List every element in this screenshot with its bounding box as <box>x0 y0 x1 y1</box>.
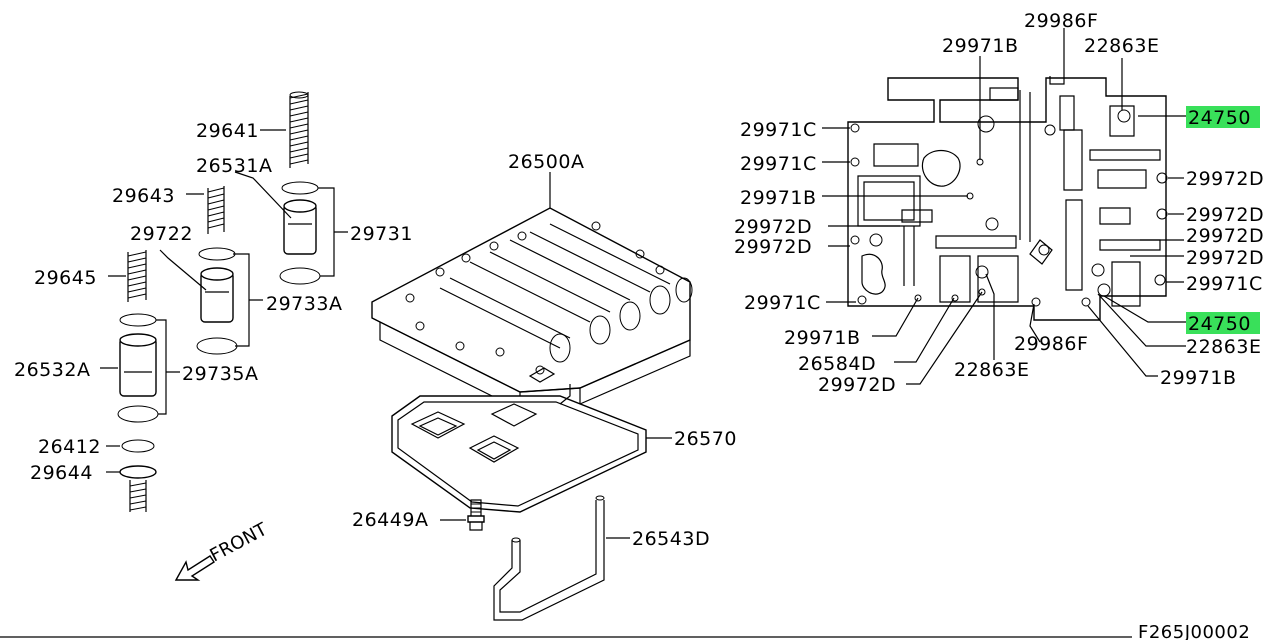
label-26584D[interactable]: 26584D <box>798 353 876 375</box>
label-29971C-3[interactable]: 29971C <box>744 292 821 314</box>
center-parts-drawing <box>371 172 693 621</box>
label-29735A[interactable]: 29735A <box>182 363 258 385</box>
label-29731[interactable]: 29731 <box>350 223 413 245</box>
label-29971B-bottom[interactable]: 29971B <box>784 327 860 349</box>
label-24750-bottom[interactable]: 24750 <box>1188 313 1251 335</box>
label-22863E-bottom[interactable]: 22863E <box>954 359 1029 381</box>
piston-29722 <box>196 247 238 355</box>
right-leader-lines <box>822 28 1188 385</box>
snap-ring-26412 <box>121 439 155 453</box>
label-29972D-left-2[interactable]: 29972D <box>734 236 812 258</box>
label-29971B-right[interactable]: 29971B <box>1160 367 1236 389</box>
oil-strainer-26570 <box>391 384 647 513</box>
spring-29643 <box>207 186 225 234</box>
label-26531A[interactable]: 26531A <box>196 155 272 177</box>
label-29643[interactable]: 29643 <box>112 185 175 207</box>
spring-29641 <box>289 91 309 168</box>
label-29986F-bottom[interactable]: 29986F <box>1014 333 1088 355</box>
label-26449A[interactable]: 26449A <box>352 509 428 531</box>
label-22863E-top[interactable]: 22863E <box>1084 35 1159 57</box>
label-26532A[interactable]: 26532A <box>14 359 90 381</box>
control-valve-body-26500A <box>371 207 693 411</box>
piston-26531A <box>279 181 321 285</box>
piston-26532A <box>117 313 159 423</box>
label-24750-top[interactable]: 24750 <box>1188 107 1251 129</box>
label-29971B-2[interactable]: 29971B <box>740 187 816 209</box>
label-29971C-right[interactable]: 29971C <box>1186 273 1263 295</box>
spring-29645 <box>127 250 147 302</box>
label-26543D[interactable]: 26543D <box>632 528 710 550</box>
label-29971B-top[interactable]: 29971B <box>942 35 1018 57</box>
label-29641[interactable]: 29641 <box>196 120 259 142</box>
label-29733A[interactable]: 29733A <box>266 293 342 315</box>
label-29972D-right-2[interactable]: 29972D <box>1186 204 1264 226</box>
label-29722[interactable]: 29722 <box>130 223 193 245</box>
tube-26543D <box>493 495 605 621</box>
label-26500A[interactable]: 26500A <box>508 151 584 173</box>
front-arrow-icon <box>174 555 215 581</box>
front-label: FRONT <box>206 519 271 567</box>
label-22863E-right[interactable]: 22863E <box>1186 336 1261 358</box>
label-29972D-right-3[interactable]: 29972D <box>1186 225 1264 247</box>
label-26412[interactable]: 26412 <box>38 436 101 458</box>
label-29644[interactable]: 29644 <box>30 462 93 484</box>
diagram-code: F265J00002 <box>1138 622 1250 640</box>
label-29972D-left-1[interactable]: 29972D <box>734 216 812 238</box>
left-parts-drawing <box>100 91 348 581</box>
highlight-24750-bottom <box>1186 312 1260 334</box>
label-29645[interactable]: 29645 <box>34 267 97 289</box>
label-29971C-2[interactable]: 29971C <box>740 153 817 175</box>
part-labels: 29641 26531A 29643 29731 29722 29645 297… <box>14 10 1264 640</box>
label-29986F-top[interactable]: 29986F <box>1024 10 1098 32</box>
highlight-24750-top <box>1186 106 1260 128</box>
label-29972D-right-4[interactable]: 29972D <box>1186 247 1264 269</box>
label-29972D-right-1[interactable]: 29972D <box>1186 168 1264 190</box>
label-29971C-1[interactable]: 29971C <box>740 119 817 141</box>
label-26570[interactable]: 26570 <box>674 428 737 450</box>
bolt-26449A <box>467 499 485 531</box>
retainer-29644 <box>119 465 157 512</box>
right-valve-body-drawing <box>847 77 1168 321</box>
label-29972D-bottom[interactable]: 29972D <box>818 374 896 396</box>
